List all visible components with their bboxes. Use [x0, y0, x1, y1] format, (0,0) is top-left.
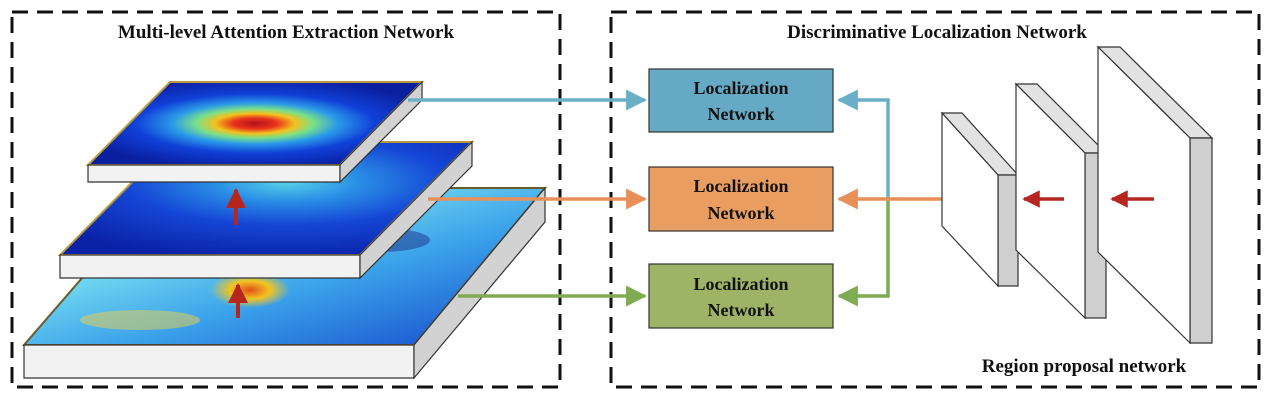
box1-line2: Network — [708, 104, 775, 124]
box1-line1: Localization — [694, 78, 789, 98]
box2-line1: Localization — [694, 176, 789, 196]
left-panel-title: Multi-level Attention Extraction Network — [118, 22, 455, 43]
localization-network-1: Localization Network — [648, 68, 834, 133]
box3-line2: Network — [708, 300, 775, 320]
localization-network-3: Localization Network — [648, 263, 834, 329]
rpn-layer-large — [1096, 45, 1214, 345]
attention-layer-top — [85, 80, 425, 184]
rpn-to-box1-arrow — [836, 89, 890, 199]
right-panel-title: Discriminative Localization Network — [787, 22, 1087, 43]
rpn-layer-small — [940, 111, 1020, 288]
box2-line2: Network — [708, 203, 775, 223]
box3-line1: Localization — [694, 274, 789, 294]
rpn-label: Region proposal network — [982, 356, 1187, 377]
rpn-to-box3-arrow — [836, 199, 890, 307]
localization-network-2: Localization Network — [648, 166, 834, 232]
rpn-layer-medium — [1014, 82, 1108, 320]
